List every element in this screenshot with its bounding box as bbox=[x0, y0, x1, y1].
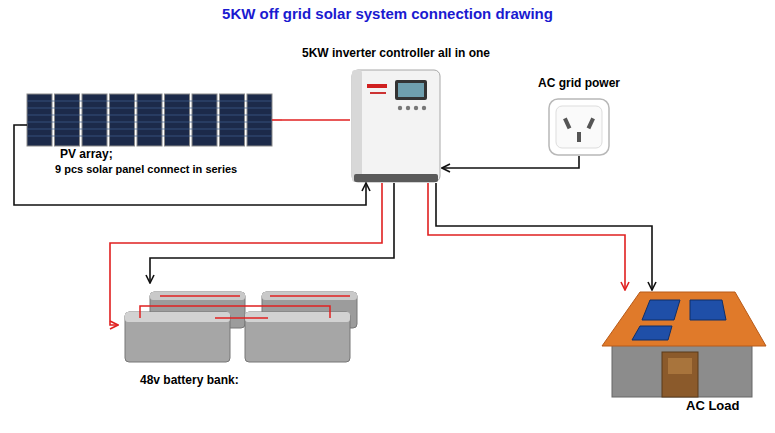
wire-connector bbox=[14, 125, 366, 205]
pv-array: PV array; 9 pcs solar panel connect in se… bbox=[20, 90, 282, 182]
node-label: 5KW inverter controller all in one bbox=[302, 46, 490, 60]
diagram-title: 5KW off grid solar system connection dra… bbox=[0, 5, 775, 22]
house-illustration bbox=[602, 292, 766, 397]
inverter-body bbox=[352, 70, 440, 182]
wire-connector bbox=[282, 119, 350, 121]
inverter-unit: 5KW inverter controller all in one bbox=[350, 68, 442, 183]
node-label: AC grid power bbox=[538, 76, 620, 90]
node-label: 48v battery bank: bbox=[140, 373, 239, 387]
wire-connector bbox=[442, 156, 579, 168]
wall-socket bbox=[549, 99, 609, 155]
node-label: PV array; bbox=[60, 147, 113, 161]
node-sublabel: 9 pcs solar panel connect in series bbox=[55, 163, 237, 176]
solar-panels bbox=[20, 94, 282, 146]
wire-connector bbox=[150, 183, 394, 283]
grid-socket: AC grid power bbox=[548, 98, 610, 156]
ac-load-house: AC Load bbox=[598, 290, 763, 425]
node-label: AC Load bbox=[686, 398, 739, 414]
wire-connector bbox=[110, 183, 382, 325]
wire-connector bbox=[428, 183, 625, 290]
wire-connector bbox=[436, 183, 652, 290]
battery-blocks bbox=[125, 292, 357, 362]
battery-bank: 48v battery bank: bbox=[118, 283, 373, 393]
